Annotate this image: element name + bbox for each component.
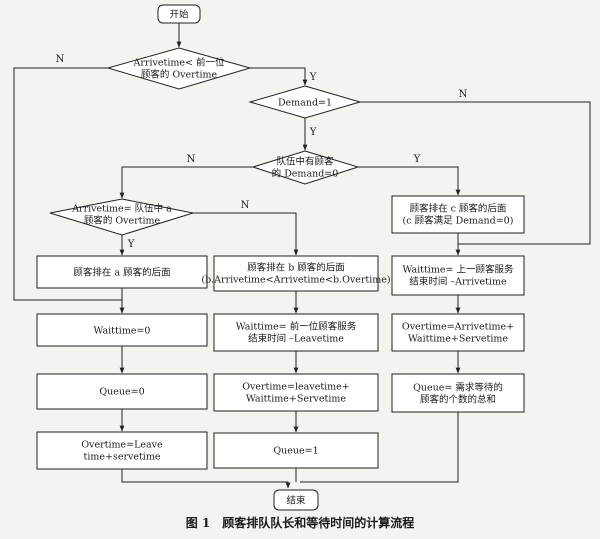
node-text-line: Waittime= 上一顾客服务 [403, 264, 514, 276]
node-text-line: Demand=1 [278, 98, 332, 109]
node-text-line: Queue=0 [99, 387, 144, 398]
node-text-line: 顾客的 Overtime [84, 215, 161, 227]
label-demand-no: N [459, 89, 468, 100]
start-node-text: 开始 [169, 9, 189, 21]
node-text-line: (c 顾客满足 Demand=0) [403, 215, 514, 227]
process-waittime-zero-text: Waittime=0 [94, 326, 151, 337]
process-after-a: 顾客排在 a 顾客的后面 [36, 255, 208, 289]
node-text-line: Arrivetime< 前一位 [133, 57, 225, 69]
label-arrive-yes: Y [309, 72, 317, 83]
label-queue-no: N [187, 154, 196, 165]
node-text-line: 顾客排在 b 顾客的后面 [247, 262, 345, 274]
edge-arrive-yes [250, 67, 308, 86]
node-text-line: Queue= 需求等待的 [413, 382, 503, 394]
process-overtime-arrive-text: Overtime=Arrivetime+Waittime+Servetime [402, 322, 514, 345]
edge-over-to-end [121, 469, 291, 489]
process-overtime-leave-text: Overtime=leavetime+Waittime+Servetime [242, 382, 350, 405]
node-text-line: Arrivetime= 队伍中 a [71, 203, 172, 215]
node-text-line: (b.Arrivetime<Arrivetime<b.Overtime) [201, 275, 390, 286]
edge-arrive-no [13, 67, 122, 301]
process-overtime-arrive: Overtime=Arrivetime+Waittime+Servetime [391, 313, 525, 352]
label-arrive-a-no: N [241, 200, 250, 211]
figure-caption: 图 1 顾客排队队长和等待时间的计算流程 [186, 515, 415, 530]
start-node: 开始 [157, 4, 201, 24]
end-node: 结束 [273, 489, 319, 511]
node-text-line: Overtime=leavetime+ [242, 382, 350, 393]
process-queue-one: Queue=1 [213, 432, 379, 469]
node-text-line: 的 Demand=0 [272, 168, 339, 180]
edge-sum-to-end [300, 412, 459, 483]
node-text-line: Waittime+Servetime [408, 334, 508, 345]
process-queue-zero-text: Queue=0 [99, 387, 144, 398]
decision-demand-text: Demand=1 [278, 98, 332, 109]
decision-demand: Demand=1 [248, 85, 362, 119]
node-text-line: 队伍中有顾客 [276, 156, 334, 168]
node-text-line: 顾客的 Overtime [141, 69, 218, 81]
node-text-line: 结束时间 –Leavetime [248, 333, 344, 345]
process-overtime-leave: Overtime=leavetime+Waittime+Servetime [213, 373, 379, 412]
edge-demand-no [360, 101, 591, 256]
node-text-line: Overtime=Leave [81, 440, 163, 451]
process-after-a-text: 顾客排在 a 顾客的后面 [73, 267, 170, 279]
edge-queue-yes [358, 166, 461, 196]
node-text-line: Overtime=Arrivetime+ [402, 322, 514, 333]
node-text-line: Waittime+Servetime [246, 394, 346, 405]
node-text-line: Waittime= 前一位顾客服务 [236, 321, 357, 333]
label-demand-yes: Y [309, 127, 317, 138]
label-arrive-a-yes: Y [127, 239, 135, 250]
process-overtime-serve: Overtime=Leavetime+servetime [36, 431, 208, 470]
process-waittime-zero: Waittime=0 [36, 313, 208, 347]
process-after-c-text: 顾客排在 c 顾客的后面(c 顾客满足 Demand=0) [403, 203, 514, 227]
process-overtime-serve-text: Overtime=Leavetime+servetime [81, 440, 163, 463]
process-after-c: 顾客排在 c 顾客的后面(c 顾客满足 Demand=0) [391, 195, 525, 234]
edge-queue-no [119, 166, 253, 199]
node-text-line: 顾客的个数的总和 [420, 394, 496, 406]
process-queue-one-text: Queue=1 [273, 446, 318, 457]
node-text-line: Waittime=0 [94, 326, 151, 337]
process-after-b: 顾客排在 b 顾客的后面(b.Arrivetime<Arrivetime<b.O… [201, 255, 391, 292]
node-text-line: 顾客排在 c 顾客的后面 [410, 203, 507, 215]
end-node-text: 结束 [286, 495, 306, 507]
label-arrive-no: N [56, 54, 65, 65]
process-after-b-text: 顾客排在 b 顾客的后面(b.Arrivetime<Arrivetime<b.O… [201, 262, 390, 286]
process-queue-zero: Queue=0 [36, 373, 208, 410]
edge-arrive-a-no [193, 212, 299, 256]
node-text-line: 结束时间 –Arrivetime [409, 276, 507, 288]
node-text-line: 开始 [169, 9, 189, 21]
node-text-line: 顾客排在 a 顾客的后面 [73, 267, 170, 279]
branch-labels: N Y N Y N Y N Y [56, 54, 468, 250]
label-queue-yes: Y [413, 154, 421, 165]
node-text-line: time+servetime [84, 452, 161, 463]
node-text-line: Queue=1 [273, 446, 318, 457]
node-text-line: 结束 [286, 495, 306, 507]
connectors [13, 23, 591, 489]
